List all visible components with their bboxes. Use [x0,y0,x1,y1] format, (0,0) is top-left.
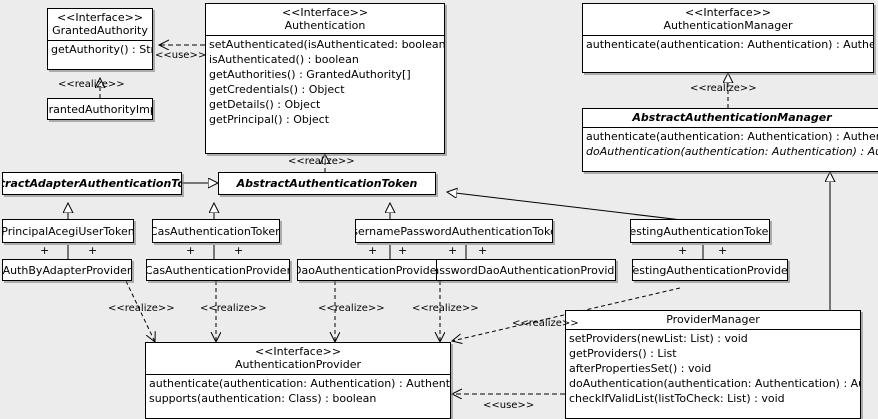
operation: getAuthority() : String [51,43,152,56]
class-box-abstract-authentication-manager[interactable]: AbstractAuthenticationManager authentica… [582,108,878,172]
edge-label-realize-abstractauthenticationtoken: <<realize>> [288,156,355,167]
association-end-marker: + [40,244,50,257]
association-end-marker: + [234,244,244,257]
class-box-authentication-manager[interactable]: <<Interface>> AuthenticationManager auth… [582,3,874,73]
operations-compartment: authenticate(authentication: Authenticat… [583,35,873,53]
operation: setProviders(newList: List) : void [569,332,748,345]
operations-compartment: setProviders(newList: List) : void getPr… [566,329,860,407]
class-header: AbstractAuthenticationManager [583,109,878,127]
stereotype-label: <<Interface>> [254,345,342,358]
class-header: <<Interface>> AuthenticationProvider [146,343,450,374]
operation: getDetails() : Object [209,98,321,111]
stereotype-label: <<Interface>> [281,6,369,19]
class-name: AbstractAuthenticationToken [236,177,418,190]
class-box-principal-acegi-user-token[interactable]: PrincipalAcegiUserToken [2,219,134,243]
edge-label-use-providermanager-authenticationprovider: <<use>> [483,400,535,411]
class-name: UsernamePasswordAuthenticationToken [355,224,553,238]
association-end-marker: + [398,244,408,257]
operation: isAuthenticated() : boolean [209,53,359,66]
edge-label-realize-testingauthenticationprovider: <<realize>> [512,318,579,329]
operation: doAuthentication(authentication: Authent… [569,377,860,390]
operation: supports(authentication: Class) : boolea… [149,392,377,405]
class-name: TestingAuthenticationToken [630,224,770,238]
association-end-marker: + [718,244,728,257]
operations-compartment: getAuthority() : String [48,40,152,58]
class-name: PasswordDaoAuthenticationProvider [436,263,616,277]
class-header: <<Interface>> Authentication [206,4,444,35]
class-header: <<Interface>> GrantedAuthority [48,9,152,40]
operation: authenticate(authentication: Authenticat… [586,38,873,51]
class-header: <<Interface>> AuthenticationManager [583,4,873,35]
class-box-granted-authority[interactable]: <<Interface>> GrantedAuthority getAuthor… [47,8,153,70]
edge-label-realize-passworddaoauthenticationprovider: <<realize>> [412,303,479,314]
operation: getAuthorities() : GrantedAuthority[] [209,68,411,81]
class-name: GrantedAuthority [52,24,148,37]
class-box-cas-authentication-provider[interactable]: CasAuthenticationProvider [146,259,290,281]
class-box-testing-authentication-provider[interactable]: TestingAuthenticationProvider [632,259,788,281]
class-box-testing-authentication-token[interactable]: TestingAuthenticationToken [630,219,770,243]
class-box-password-dao-authentication-provider[interactable]: PasswordDaoAuthenticationProvider [436,259,616,281]
edge-label-realize-abstractauthenticationmanager: <<realize>> [690,83,757,94]
operation: checkIfValidList(listToCheck: List) : vo… [569,392,785,405]
class-name: AbstractAdapterAuthenticationToken [3,177,181,190]
class-name: GrantedAuthorityImpl [48,102,152,116]
class-name: Authentication [284,19,366,32]
class-name: DaoAuthenticationProvider [297,263,437,277]
association-end-marker: + [448,244,458,257]
class-box-abstract-authentication-token[interactable]: AbstractAuthenticationToken [218,172,436,195]
class-box-auth-by-adapter-provider[interactable]: AuthByAdapterProvider [2,259,132,281]
operation: authenticate(authentication: Authenticat… [149,377,451,390]
operation: doAuthentication(authentication: Authent… [586,145,878,158]
class-box-abstract-adapter-authentication-token[interactable]: AbstractAdapterAuthenticationToken [2,172,182,195]
edge-generalization-testingauthenticationtoken [447,192,691,222]
operation: setAuthenticated(isAuthenticated: boolea… [209,38,445,51]
class-header: ProviderManager [566,311,860,329]
stereotype-label: <<Interface>> [56,11,144,24]
operation: afterPropertiesSet() : void [569,362,712,375]
stereotype-label: <<Interface>> [684,6,772,19]
class-name: ProviderManager [666,313,760,326]
operations-compartment: authenticate(authentication: Authenticat… [583,127,878,160]
edge-label-realize-grantedauthorityimpl: <<realize>> [58,79,125,90]
association-end-marker: + [88,244,98,257]
class-box-username-password-authentication-token[interactable]: UsernamePasswordAuthenticationToken [355,219,553,243]
class-name: CasAuthenticationProvider [146,263,290,277]
class-box-provider-manager[interactable]: ProviderManager setProviders(newList: Li… [565,310,861,419]
operations-compartment: setAuthenticated(isAuthenticated: boolea… [206,35,444,128]
class-name: AuthenticationManager [663,19,793,32]
operation: getProviders() : List [569,347,677,360]
association-end-marker: + [368,244,378,257]
operations-compartment: authenticate(authentication: Authenticat… [146,374,450,407]
class-name: CasAuthenticationToken [152,224,280,238]
class-name: AuthByAdapterProvider [2,263,132,277]
class-name: AuthenticationProvider [234,358,362,371]
edge-label-realize-casauthenticationprovider: <<realize>> [200,303,267,314]
association-end-marker: + [478,244,488,257]
operation: getPrincipal() : Object [209,113,330,126]
class-box-granted-authority-impl[interactable]: GrantedAuthorityImpl [47,98,153,120]
class-name: TestingAuthenticationProvider [632,263,788,277]
edge-label-realize-daoauthenticationprovider: <<realize>> [318,303,385,314]
association-end-marker: + [678,244,688,257]
class-box-authentication-provider[interactable]: <<Interface>> AuthenticationProvider aut… [145,342,451,419]
class-box-dao-authentication-provider[interactable]: DaoAuthenticationProvider [297,259,437,281]
class-name: PrincipalAcegiUserToken [2,224,134,238]
operation: authenticate(authentication: Authenticat… [586,130,878,143]
edge-label-use-authentication-grantedauthority: <<use>> [155,50,207,61]
class-box-authentication[interactable]: <<Interface>> Authentication setAuthenti… [205,3,445,154]
operation: getCredentials() : Object [209,83,345,96]
class-box-cas-authentication-token[interactable]: CasAuthenticationToken [152,219,280,243]
class-name: AbstractAuthenticationManager [632,111,832,124]
association-end-marker: + [186,244,196,257]
edge-label-realize-authbyadapterprovider: <<realize>> [108,303,175,314]
